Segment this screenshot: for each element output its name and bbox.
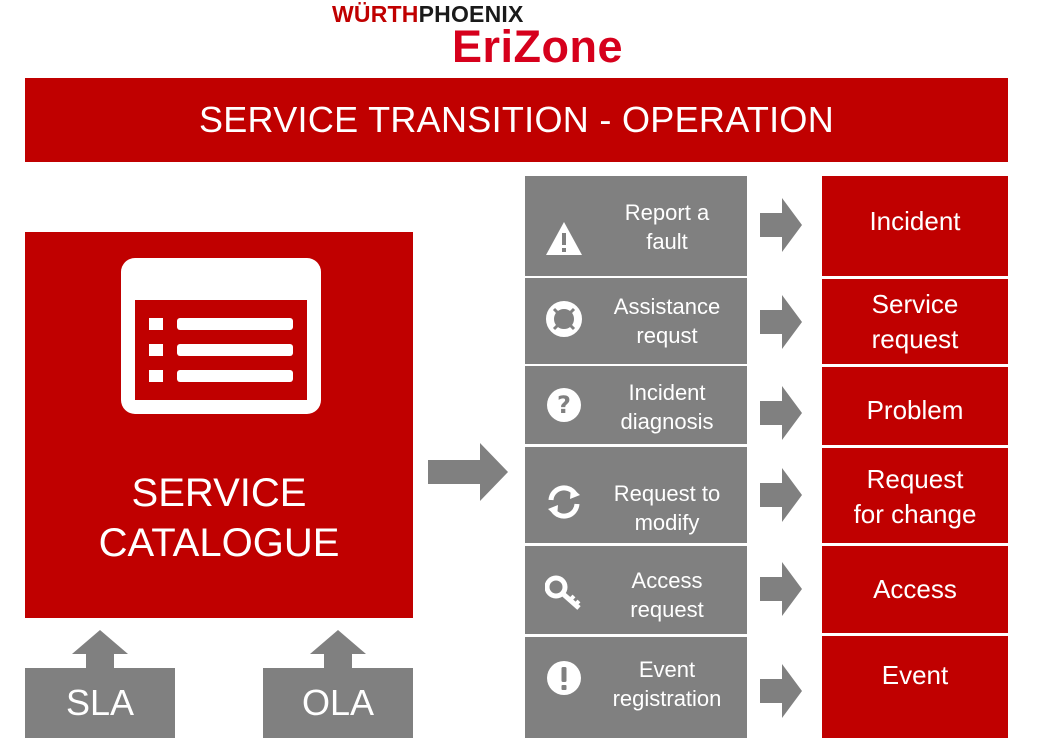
- request-access-line1: Access: [631, 568, 703, 593]
- ola-up-arrow-icon: [310, 630, 366, 670]
- request-report-fault: Report a fault: [525, 176, 747, 276]
- arrow-diagnosis-icon: [760, 386, 802, 440]
- catalogue-title-line2: CATALOGUE: [98, 521, 340, 565]
- outcome-request-for-change-line1: Request: [866, 464, 964, 494]
- banner-title: SERVICE TRANSITION - OPERATION: [25, 78, 1008, 162]
- request-assistance-line1: Assistance: [613, 294, 721, 319]
- request-event-registration-line1: Event: [638, 657, 696, 682]
- logo-phoenix-text: PHOENIX: [418, 1, 524, 27]
- outcome-service-request-line2: request: [871, 324, 959, 354]
- ola-box: OLA: [263, 668, 413, 738]
- outcome-service-request: Service request: [822, 279, 1008, 364]
- service-catalogue-title: SERVICE CATALOGUE: [25, 468, 413, 568]
- refresh-icon: [548, 485, 580, 519]
- warning-icon: [546, 222, 582, 255]
- logo-erizone: EriZone: [452, 21, 624, 72]
- outcome-request-for-change-line2: for change: [853, 499, 977, 529]
- outcome-access-line1: Access: [873, 574, 957, 604]
- outcome-problem: Problem: [822, 367, 1008, 445]
- arrow-modify-icon: [760, 468, 802, 522]
- arrow-report-fault-icon: [760, 198, 802, 252]
- request-report-fault-line1: Report a: [624, 200, 710, 225]
- request-assistance: Assistance requst: [525, 278, 747, 364]
- request-to-modify-line2: modify: [634, 510, 700, 535]
- outcome-incident-line1: Incident: [869, 206, 961, 236]
- outcome-problem-line1: Problem: [866, 395, 964, 425]
- question-icon: ?: [547, 388, 581, 422]
- request-to-modify: Request to modify: [525, 447, 747, 543]
- outcome-request-for-change: Request for change: [822, 448, 1008, 543]
- request-event-registration-line2: registration: [612, 686, 722, 711]
- catalogue-right-arrow-icon: [428, 443, 508, 501]
- request-access: Access request: [525, 546, 747, 634]
- outcome-access: Access: [822, 546, 1008, 633]
- sla-box: SLA: [25, 668, 175, 738]
- request-access-line2: request: [630, 597, 704, 622]
- service-catalogue-box: SERVICE CATALOGUE: [25, 232, 413, 618]
- svg-text:?: ?: [557, 391, 571, 419]
- outcome-service-request-line1: Service: [871, 289, 959, 319]
- request-to-modify-line1: Request to: [613, 481, 721, 506]
- request-report-fault-line2: fault: [646, 229, 688, 254]
- arrow-assistance-icon: [760, 295, 802, 349]
- catalogue-title-line1: SERVICE: [131, 471, 307, 515]
- arrow-event-icon: [760, 664, 802, 718]
- key-icon: [545, 575, 581, 610]
- outcome-event-line1: Event: [881, 660, 949, 690]
- request-incident-diagnosis-line1: Incident: [628, 380, 706, 405]
- request-incident-diagnosis-line2: diagnosis: [620, 409, 714, 434]
- request-event-registration: Event registration: [525, 637, 747, 738]
- outcome-event: Event: [822, 636, 1008, 738]
- exclamation-icon: [547, 661, 581, 695]
- outcome-incident: Incident: [822, 176, 1008, 276]
- catalogue-list-icon: [121, 258, 321, 414]
- lifebuoy-icon: [546, 301, 582, 337]
- sla-up-arrow-icon: [72, 630, 128, 670]
- logo-wurthphoenix: WÜRTHPHOENIX: [332, 2, 632, 26]
- logo-wurth-text: WÜRTH: [332, 1, 419, 27]
- request-incident-diagnosis: ? Incident diagnosis: [525, 366, 747, 444]
- request-assistance-line2: requst: [636, 323, 698, 348]
- arrow-access-icon: [760, 562, 802, 616]
